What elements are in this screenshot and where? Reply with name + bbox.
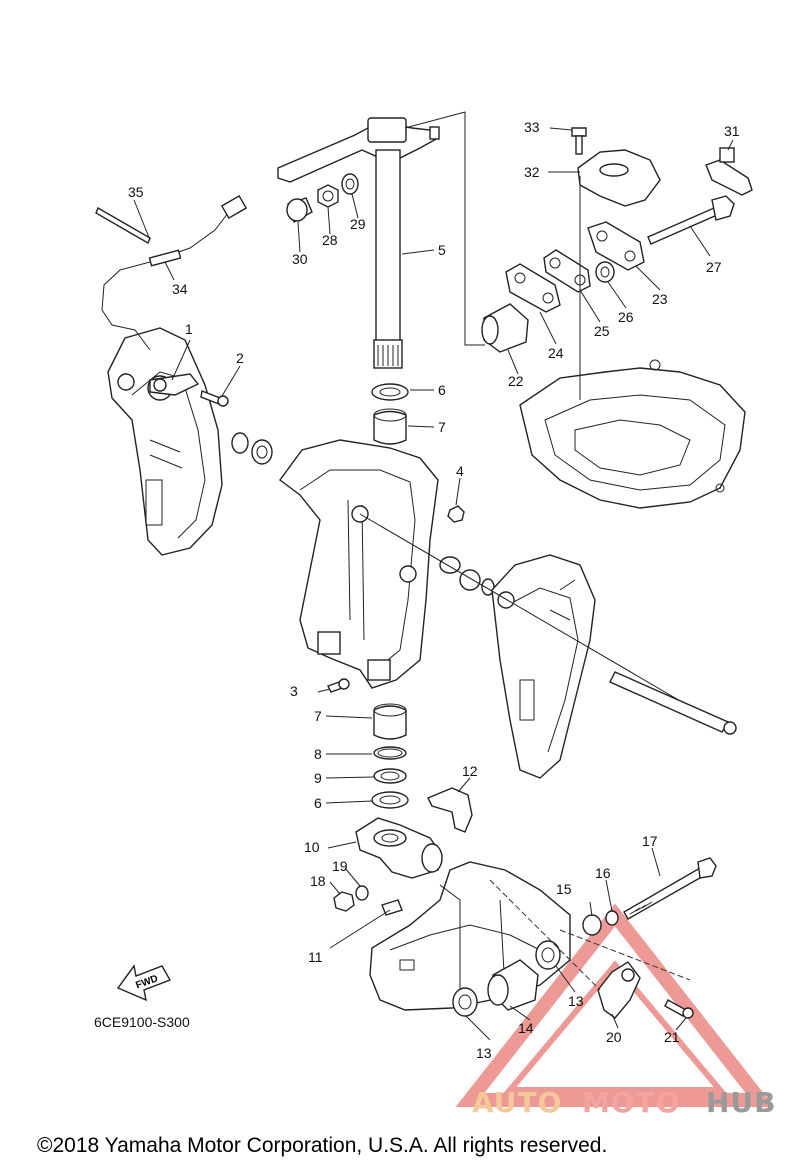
watermark-auto: AUTO (472, 1086, 562, 1119)
washer-15 (582, 914, 602, 936)
damper-14 (487, 959, 539, 1011)
washer-6-upper (371, 383, 409, 401)
callout-1: 1 (185, 321, 193, 337)
clip-11 (381, 899, 403, 916)
callout-24: 24 (548, 345, 564, 361)
upper-casing (519, 359, 746, 509)
callout-31: 31 (724, 123, 740, 139)
nut-4 (447, 505, 465, 523)
bolt-33 (571, 127, 587, 155)
mount-13-b (535, 940, 561, 970)
callout-25: 25 (594, 323, 610, 339)
callout-27: 27 (706, 259, 722, 275)
callout-20: 20 (606, 1029, 622, 1045)
bolt-27 (647, 195, 735, 245)
bushing-7-upper (373, 408, 407, 445)
callout-30: 30 (292, 251, 308, 267)
callout-2: 2 (236, 350, 244, 366)
washer-29 (341, 173, 359, 195)
grease-nipple-3 (327, 678, 350, 693)
callout-13-b: 13 (568, 993, 584, 1009)
screw-21 (664, 999, 694, 1019)
callout-34: 34 (172, 281, 188, 297)
wire-harness-lead (95, 194, 248, 351)
callout-28: 28 (322, 232, 338, 248)
watermark-text: AUTO MOTO HUB (472, 1086, 777, 1119)
plate-24 (505, 263, 561, 313)
cover-32 (577, 149, 661, 207)
callout-13-a: 13 (476, 1045, 492, 1061)
lower-mount-bracket (355, 817, 443, 879)
bolt-2 (200, 390, 229, 407)
diagram-code: 6CE9100-S300 (94, 1014, 190, 1030)
left-clamp-bracket (107, 327, 223, 556)
leader-lines (133, 127, 734, 1041)
right-clamp-bracket (491, 554, 596, 779)
left-collar (231, 432, 273, 465)
stopper-31 (705, 147, 753, 196)
washer-16 (605, 910, 619, 926)
callout-4: 4 (456, 463, 464, 479)
callout-11: 11 (308, 949, 323, 965)
callout-7-upper: 7 (438, 419, 446, 435)
mount-13-a (452, 987, 478, 1017)
steering-shaft (373, 149, 403, 369)
callout-8: 8 (314, 746, 322, 762)
callout-6-upper: 6 (438, 382, 446, 398)
callout-labels: 1 2 3 4 5 6 6 7 7 8 9 10 11 12 13 13 13 … (128, 119, 740, 1061)
callout-29: 29 (350, 216, 366, 232)
callout-5: 5 (438, 242, 446, 258)
callout-3: 3 (290, 683, 298, 699)
washer-26 (595, 261, 615, 283)
lower-casing (369, 861, 571, 1011)
callout-35: 35 (128, 184, 144, 200)
watermark-hub: HUB (706, 1086, 777, 1119)
copyright-notice: ©2018 Yamaha Motor Corporation, U.S.A. A… (37, 1134, 607, 1157)
callout-6-lower: 6 (314, 795, 322, 811)
arm-12 (427, 787, 473, 833)
fwd-arrow-icon: FWD (116, 964, 172, 1002)
steering-arm (277, 117, 440, 183)
callout-9: 9 (314, 770, 322, 786)
o-ring-8 (373, 746, 407, 760)
callout-23: 23 (652, 291, 668, 307)
callout-18: 18 (310, 873, 326, 889)
swivel-bracket (279, 439, 439, 689)
washer-9 (373, 768, 407, 784)
callout-14: 14 (518, 1020, 534, 1036)
cap-nut-30 (286, 197, 313, 224)
callout-19: 19 (332, 858, 348, 874)
watermark-moto: MOTO (582, 1086, 681, 1119)
callout-10: 10 (304, 839, 320, 855)
callout-17: 17 (642, 833, 658, 849)
callout-22: 22 (508, 373, 524, 389)
callout-12: 12 (462, 763, 478, 779)
plate-23 (587, 221, 645, 271)
nut-28 (317, 184, 339, 208)
friction-lever (149, 373, 200, 396)
callout-15: 15 (556, 881, 572, 897)
tilt-tube (359, 513, 737, 735)
washer-19 (355, 885, 369, 901)
callout-33: 33 (524, 119, 540, 135)
nut-18 (333, 891, 355, 912)
cover-20 (597, 961, 641, 1019)
callout-16: 16 (595, 865, 611, 881)
callout-21: 21 (664, 1029, 680, 1045)
callout-7-lower: 7 (314, 708, 322, 724)
washer-6-lower (371, 791, 409, 809)
callout-32: 32 (524, 164, 540, 180)
mount-22 (481, 303, 529, 353)
bolt-17 (623, 857, 717, 920)
callout-26: 26 (618, 309, 634, 325)
bushing-7-lower (373, 703, 407, 740)
